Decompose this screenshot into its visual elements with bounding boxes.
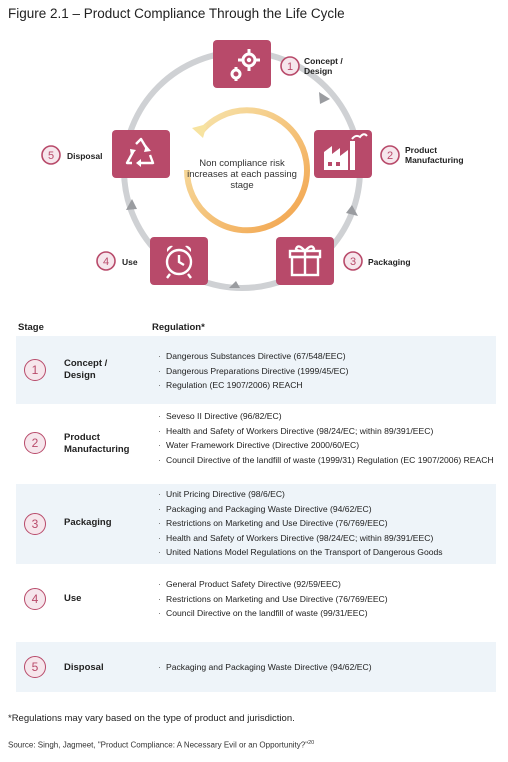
table-header-stage: Stage: [18, 322, 44, 333]
stage-5-tile: [112, 130, 170, 178]
regulation-item: Packaging and Packaging Waste Directive …: [156, 504, 496, 514]
regulation-list: Dangerous Substances Directive (67/548/E…: [156, 351, 496, 395]
regulation-list: Packaging and Packaging Waste Directive …: [156, 662, 496, 677]
source-ref: 20: [308, 740, 315, 746]
risk-arc: [183, 107, 310, 234]
stage-4-badge: 4: [96, 251, 116, 271]
source-text: Source: Singh, Jagmeet, "Product Complia…: [8, 740, 309, 750]
row-stage-name: Product Manufacturing: [64, 432, 130, 455]
regulation-item: Dangerous Preparations Directive (1999/4…: [156, 366, 496, 376]
gift-icon: [288, 245, 322, 277]
stage-1-badge: 1: [280, 56, 300, 76]
regulation-item: Water Framework Directive (Directive 200…: [156, 440, 496, 450]
cycle-arrow: [126, 199, 137, 210]
risk-arc-arrowhead: [192, 124, 207, 138]
row-number-badge: 5: [24, 656, 46, 678]
row-stage-name: Use: [64, 593, 82, 604]
regulation-item: Health and Safety of Workers Directive (…: [156, 533, 496, 543]
row-stage-name: Disposal: [64, 662, 104, 673]
svg-text:1: 1: [287, 61, 293, 73]
stage-5-label: Disposal: [67, 151, 103, 161]
table-row: 2 Product Manufacturing Seveso II Direct…: [16, 404, 496, 484]
source-citation: Source: Singh, Jagmeet, "Product Complia…: [8, 740, 314, 750]
stage-3-badge: 3: [343, 251, 363, 271]
row-stage-name: Packaging: [64, 517, 112, 528]
regulation-item: Seveso II Directive (96/82/EC): [156, 411, 496, 421]
regulation-item: Restrictions on Marketing and Use Direct…: [156, 594, 496, 604]
row-number-badge: 1: [24, 359, 46, 381]
svg-text:4: 4: [103, 256, 109, 268]
stage-3-tile: [276, 237, 334, 285]
alarm-clock-icon: [165, 248, 193, 279]
stage-2-label: Product Manufacturing: [405, 145, 464, 165]
svg-text:3: 3: [350, 256, 356, 268]
stage-1-tile: [213, 40, 271, 88]
table-row: 1 Concept / Design Dangerous Substances …: [16, 336, 496, 404]
row-number-badge: 2: [24, 432, 46, 454]
factory-icon: [324, 141, 355, 170]
row-number-badge: 3: [24, 513, 46, 535]
risk-caption: Non compliance risk increases at each pa…: [187, 158, 297, 191]
table-row: 3 Packaging Unit Pricing Directive (98/6…: [16, 484, 496, 564]
stage-3-label: Packaging: [368, 257, 411, 267]
regulation-item: Unit Pricing Directive (98/6/EC): [156, 489, 496, 499]
row-number-badge: 4: [24, 588, 46, 610]
table-row: 5 Disposal Packaging and Packaging Waste…: [16, 642, 496, 692]
stage-4-tile: [150, 237, 208, 285]
cycle-arrow: [346, 205, 358, 216]
regulation-list: Unit Pricing Directive (98/6/EC) Packagi…: [156, 489, 496, 562]
regulation-item: Regulation (EC 1907/2006) REACH: [156, 380, 496, 390]
regulation-item: Council Directive on the landfill of was…: [156, 608, 496, 618]
stage-2-badge: 2: [380, 145, 400, 165]
figure-title: Figure 2.1 – Product Compliance Through …: [8, 6, 345, 21]
cycle-arrow: [319, 92, 330, 104]
cycle-arrow: [229, 281, 240, 288]
regulation-item: Council Directive of the landfill of was…: [156, 455, 496, 465]
regulation-item: Dangerous Substances Directive (67/548/E…: [156, 351, 496, 361]
stage-4-label: Use: [122, 257, 138, 267]
table-row: 4 Use General Product Safety Directive (…: [16, 564, 496, 634]
regulation-item: United Nations Model Regulations on the …: [156, 547, 496, 557]
stage-5-badge: 5: [41, 145, 61, 165]
table-header-regulation: Regulation*: [152, 322, 205, 333]
regulation-list: General Product Safety Directive (92/59/…: [156, 579, 496, 623]
row-stage-name: Concept / Design: [64, 358, 108, 381]
footnote: *Regulations may vary based on the type …: [8, 713, 295, 724]
life-cycle-diagram: 1 2 3 4 5: [41, 40, 400, 291]
stage-1-label: Concept / Design: [304, 56, 343, 76]
regulation-item: Restrictions on Marketing and Use Direct…: [156, 518, 496, 528]
regulation-item: Packaging and Packaging Waste Directive …: [156, 662, 496, 672]
stage-2-tile: [314, 130, 372, 178]
svg-text:2: 2: [387, 150, 393, 162]
regulation-list: Seveso II Directive (96/82/EC) Health an…: [156, 411, 496, 469]
regulation-item: General Product Safety Directive (92/59/…: [156, 579, 496, 589]
regulation-item: Health and Safety of Workers Directive (…: [156, 426, 496, 436]
svg-text:5: 5: [48, 150, 54, 162]
